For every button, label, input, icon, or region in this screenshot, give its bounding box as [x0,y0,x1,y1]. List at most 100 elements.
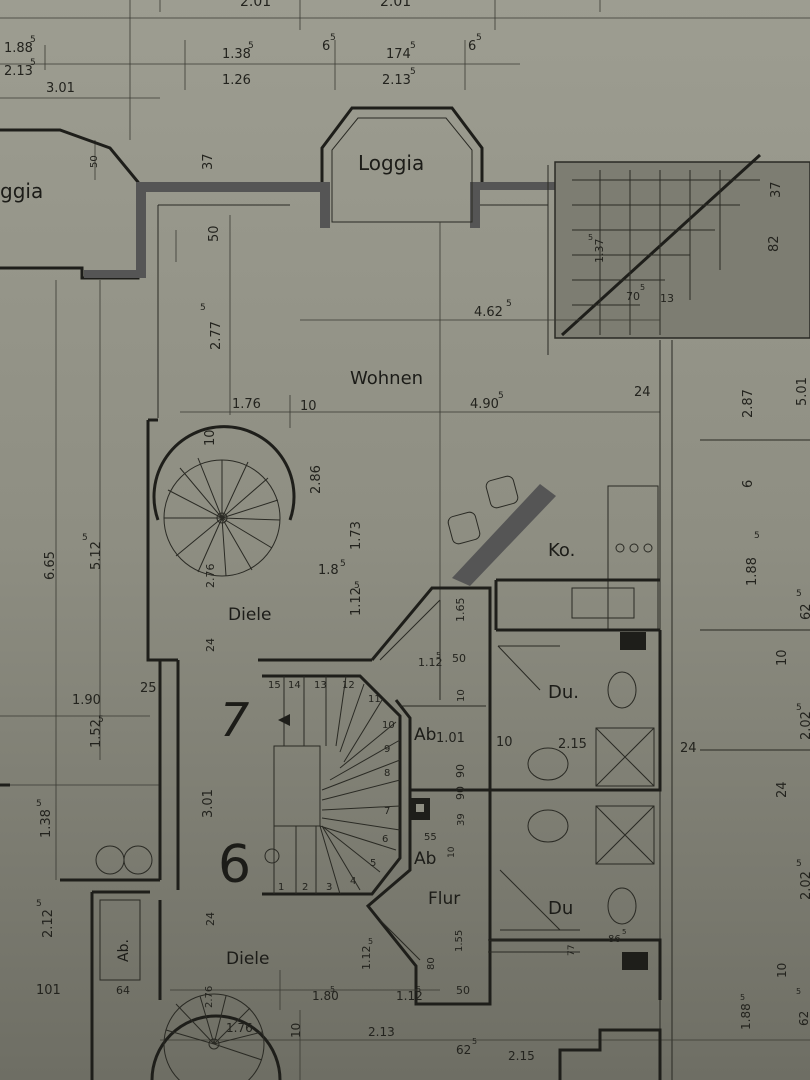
dim-112b: 1.12 [418,656,443,669]
dim-62b-sup: 5 [472,1037,477,1046]
room-kueche: Ko. [548,540,575,561]
double-circle [95,845,153,875]
dim-112d: 1.12 [396,989,423,1003]
dim-62-right: 62 [799,603,810,620]
dim-50-wohnen: 50 [207,225,222,242]
step-10: 10 [382,720,395,731]
dim-50-left: 50 [89,155,100,168]
step-8: 8 [384,768,390,779]
step-5: 5 [370,858,376,869]
dim-24-c: 24 [204,912,217,926]
dim-180: 1.80 [312,989,339,1003]
dim-287: 2.87 [741,389,756,418]
dim-10-a: 10 [300,399,317,414]
kitchen [447,475,660,650]
room-ab-upper: Ab [414,725,436,745]
left-dimension-lines [0,280,160,880]
dim-188: 1.88 [4,41,33,56]
dim-86-sup: 5 [622,928,626,936]
room-loggia: Loggia [358,151,424,175]
dim-top-1: 2.01 [240,0,271,10]
step-14: 14 [288,680,301,691]
spiral-staircase-lower [150,993,282,1080]
loggia-bay-inner [331,117,473,223]
spiral-staircase-upper [152,425,296,577]
dim-62b: 62 [456,1043,471,1057]
dim-24-a: 24 [634,385,651,400]
dim-24-mid: 24 [680,741,697,756]
dim-77: 77 [567,945,577,956]
room-diele-lower: Diele [226,949,269,969]
dim-13: 13 [660,292,674,305]
main-staircase [262,674,402,896]
dim-490: 4.90 [470,397,499,412]
dim-152-sup: 5 [98,715,104,725]
diele-lower-dimension-lines [160,970,810,1080]
dim-625c: 62 [797,1011,810,1026]
dim-6-right: 6 [741,480,756,488]
dim-213c: 2.13 [368,1025,395,1039]
dim-2025: 2.02 [799,871,810,900]
dim-137-sup: 5 [588,233,593,242]
wohnen-dimension-lines [175,215,660,600]
dim-24-b: 24 [204,638,217,652]
dim-6-a-sup: 5 [330,33,336,43]
dim-202-sup: 5 [796,703,802,713]
dim-10-c: 10 [456,689,467,702]
dim-top-2: 2.01 [380,0,411,10]
dim-10-g: 10 [775,963,789,978]
step-4: 4 [350,876,356,887]
dim-10-f: 10 [289,1023,303,1038]
room-ab-lower: Ab [414,849,436,869]
dim-25: 25 [140,681,157,696]
dim-152: 1.52 [89,719,104,748]
dim-165: 1.65 [454,598,467,623]
dim-190: 1.90 [72,693,101,708]
dim-39: 39 [456,813,467,826]
dim-173: 1.73 [349,521,364,550]
dim-112c-sup: 5 [368,937,373,946]
step-9: 9 [384,744,390,755]
dim-301-top: 3.01 [46,81,75,96]
dim-6-a: 6 [322,39,330,54]
dim-215b: 2.15 [508,1049,535,1063]
dim-6-b: 6 [468,39,476,54]
dim-188c: 1.88 [739,1003,753,1030]
room-wohnen: Wohnen [350,368,423,389]
dim-50-b: 50 [452,652,466,665]
step-7: 7 [384,806,390,817]
dim-213b: 2.13 [382,73,411,88]
dim-512-sup: 5 [82,533,88,543]
dim-10-d: 10 [496,735,513,750]
dim-70-sup: 5 [640,283,645,292]
dim-174: 174 [386,47,411,62]
dim-90-a: 90 [454,764,467,778]
dim-213: 2.13 [4,64,33,79]
dim-155: 1.55 [454,930,465,952]
dim-24-right: 24 [775,781,790,798]
dim-138-left-sup: 5 [36,799,42,809]
dim-82: 82 [767,235,782,252]
step-12: 12 [342,680,355,691]
dim-174-sup: 5 [410,41,416,51]
dim-490-sup: 5 [498,391,504,401]
dim-2025-sup: 5 [796,859,802,869]
dim-212: 2.12 [41,909,56,938]
dim-18: 1.8 [318,563,339,578]
dim-37-right: 37 [769,181,784,198]
dim-18-sup: 5 [340,559,346,569]
dim-90-b: 90 [454,786,467,800]
dim-202: 2.02 [799,711,810,740]
step-6: 6 [382,834,388,845]
roof-hatching [572,170,760,335]
dim-112d-sup: 5 [416,985,421,994]
dim-138-left: 1.38 [39,809,54,838]
dim-112-sup: 5 [354,581,360,591]
dim-462: 4.62 [474,305,503,320]
dim-80: 80 [426,957,437,970]
dim-301: 3.01 [201,789,216,818]
dim-101: 1.01 [436,731,465,746]
dim-62-right-sup: 5 [796,589,802,599]
loggia-bay [320,106,484,182]
dim-37: 37 [201,153,216,170]
